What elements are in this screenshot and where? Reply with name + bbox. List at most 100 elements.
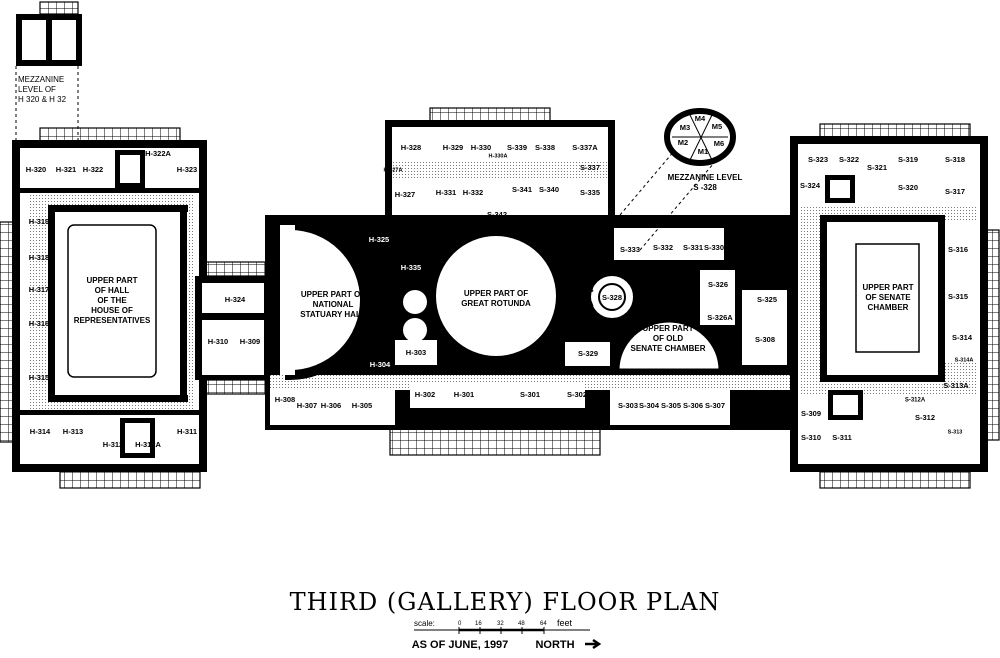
room-label: H-324	[225, 295, 246, 304]
room-label: S-335	[580, 188, 600, 197]
house-hall-label: OF HALL	[95, 286, 130, 295]
senate-room-labels: S-323 S-322 S-321 S-319 S-318 S-324 S-32…	[800, 155, 973, 442]
room-label: H-301	[454, 390, 474, 399]
room-label: H-326	[398, 225, 418, 234]
mezzanine-label: LEVEL OF	[18, 85, 56, 94]
room-label: S-341	[512, 185, 532, 194]
room-label: S-310	[801, 433, 821, 442]
house-wing	[12, 140, 207, 472]
room-label: H-305	[352, 401, 372, 410]
room-label: H-325	[369, 235, 389, 244]
center-building	[265, 120, 810, 430]
room-label: S-325	[757, 295, 777, 304]
as-of-date: AS OF JUNE, 1997	[412, 639, 509, 651]
room-label: H-302	[415, 390, 435, 399]
room-label: H-331	[436, 188, 456, 197]
room-label: H-321	[56, 165, 76, 174]
room-label: S-321	[867, 163, 887, 172]
room-label: S-344	[587, 243, 608, 252]
room-label: S-338	[535, 143, 555, 152]
senate-chamber-label: CHAMBER	[868, 303, 909, 312]
title-block: THIRD (GALLERY) FLOOR PLAN scale: 0 16 3…	[290, 588, 721, 651]
room-label: S-308	[755, 335, 775, 344]
room-label: S-337A	[572, 143, 598, 152]
room-label: S-309	[801, 409, 821, 418]
room-label: S-329	[578, 349, 598, 358]
room-label: H-320	[26, 165, 46, 174]
room-label: S-331	[683, 243, 703, 252]
room-label: S-306	[683, 401, 703, 410]
room-label: B	[588, 285, 594, 294]
house-hall-label: HOUSE OF	[91, 306, 133, 315]
room-label: S-313A	[943, 381, 969, 390]
room-label: S-320	[898, 183, 918, 192]
room-label: H-330	[471, 143, 491, 152]
house-hall-outline	[67, 224, 157, 378]
north-label: NORTH	[535, 639, 574, 651]
room-label: S-312	[915, 413, 935, 422]
room-label: H-335	[401, 263, 421, 272]
room-label: S-314A	[955, 357, 974, 363]
room-label: S-304	[639, 401, 660, 410]
room-label: S-318	[945, 155, 965, 164]
room-label: S-319	[898, 155, 918, 164]
room-label: S-312A	[905, 398, 926, 404]
room-label: H-330A	[489, 153, 508, 159]
room-label: S-322	[839, 155, 859, 164]
scale-tick: 64	[540, 621, 547, 627]
room-label: S-343	[520, 213, 540, 222]
room-label: S-323	[808, 155, 828, 164]
room-label: S-314	[952, 333, 973, 342]
mezzanine-room: M2	[678, 138, 688, 147]
room-label: H-306	[321, 401, 341, 410]
room-label: H-316	[29, 319, 49, 328]
room-label: S-302	[567, 390, 587, 399]
room-label: H-303	[406, 348, 426, 357]
room-label: S-311	[832, 433, 852, 442]
scale-tick: 0	[458, 621, 462, 627]
room-label: S-326	[708, 280, 728, 289]
senate-chamber-outline	[855, 243, 920, 353]
old-senate-label: SENATE CHAMBER	[631, 344, 706, 353]
room-label: S-326A	[707, 313, 733, 322]
senate-mezzanine-inset: M1 M2 M3 M4 M5 M6 MEZZANINE LEVEL S -328	[619, 108, 743, 251]
mezzanine-label: MEZZANINE	[18, 75, 64, 84]
room-label: H-308	[275, 395, 295, 404]
room-label: H-327A	[384, 167, 403, 173]
room-label: A	[588, 299, 594, 308]
room-label: H-328	[401, 143, 421, 152]
room-label: S-328	[602, 293, 622, 302]
mezzanine-room: M3	[680, 123, 690, 132]
mezzanine-room: M6	[714, 139, 724, 148]
room-label: H-319	[29, 217, 49, 226]
room-label: S-313	[948, 429, 963, 435]
mezzanine-room: M5	[712, 122, 722, 131]
scale-tick: 32	[497, 621, 504, 627]
senate-wing	[790, 136, 988, 472]
scale-label: scale:	[414, 619, 435, 628]
scale-tick: 48	[518, 621, 525, 627]
room-label: H-323	[177, 165, 197, 174]
room-label: S-305	[661, 401, 681, 410]
room-label: H-309	[240, 337, 260, 346]
room-label: H-327	[395, 190, 415, 199]
mezzanine-room: M1	[698, 147, 708, 156]
room-label: S-307	[705, 401, 725, 410]
center-room-labels: H-328 H-329 H-330 H-330A S-339 S-338 S-3…	[275, 143, 777, 410]
plan-title: THIRD (GALLERY) FLOOR PLAN	[290, 588, 721, 616]
senate-chamber-label: UPPER PART	[863, 283, 914, 292]
room-label: S-332	[653, 243, 673, 252]
room-label: H-315	[29, 373, 49, 382]
room-label: S-342	[487, 210, 507, 219]
old-senate-label: OF OLD	[653, 334, 683, 343]
room-label: H-312A	[135, 440, 161, 449]
room-label: H-307	[297, 401, 317, 410]
room-label: S-324	[800, 181, 821, 190]
room-label: H-314	[30, 427, 51, 436]
scale-tick: 16	[475, 621, 482, 627]
house-room-labels: H-320 H-321 H-322 H-322A H-323 H-319 H-3…	[26, 149, 260, 449]
old-senate-chamber-shape	[616, 319, 722, 372]
mezzanine-label: MEZZANINE LEVEL	[668, 173, 743, 182]
room-label: S-315	[948, 292, 968, 301]
